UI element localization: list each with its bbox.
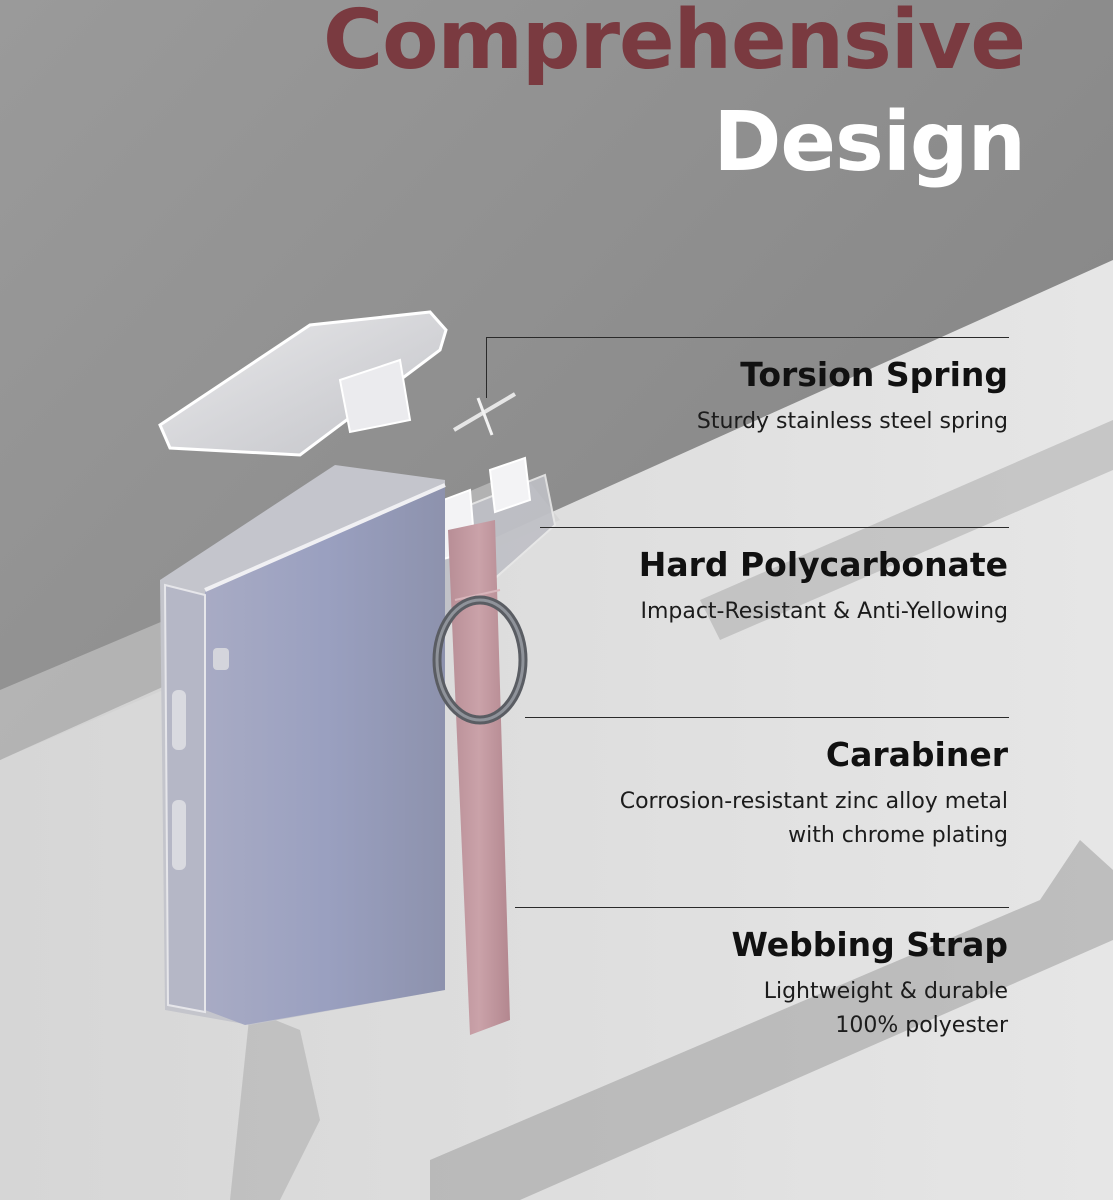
callout-line-carabiner — [525, 717, 1009, 718]
feature-description-line: Corrosion-resistant zinc alloy metal — [619, 789, 1008, 814]
feature-description: Lightweight & durable 100% polyester — [732, 975, 1008, 1043]
feature-title: Torsion Spring — [740, 355, 1008, 394]
feature-hard-polycarbonate: Hard Polycarbonate Impact-Resistant & An… — [639, 548, 1008, 629]
feature-description: Impact-Resistant & Anti-Yellowing — [639, 595, 1008, 629]
feature-title: Webbing Strap — [731, 925, 1008, 964]
feature-description-line: Lightweight & durable — [763, 979, 1008, 1004]
feature-description: Corrosion-resistant zinc alloy metal wit… — [620, 785, 1008, 853]
callout-line-hard-polycarbonate — [540, 527, 1009, 528]
torsion-spring-part — [452, 392, 517, 436]
top-cover-piece — [158, 310, 448, 457]
callout-line-torsion-spring — [486, 337, 1009, 338]
phone-with-case — [160, 465, 446, 1025]
feature-title: Hard Polycarbonate — [638, 545, 1008, 584]
feature-title: Carabiner — [825, 735, 1008, 774]
feature-description-line: Impact-Resistant & Anti-Yellowing — [640, 599, 1008, 624]
feature-description-line: Sturdy stainless steel spring — [696, 409, 1008, 434]
callout-connector-torsion-spring — [486, 338, 487, 398]
feature-description-line: 100% polyester — [835, 1013, 1008, 1038]
carabiner-part — [432, 595, 528, 725]
callout-line-webbing-strap — [515, 907, 1009, 908]
headline-line-2: Design — [713, 95, 1026, 190]
headline-line-1: Comprehensive — [322, 0, 1026, 88]
feature-webbing-strap: Webbing Strap Lightweight & durable 100%… — [732, 928, 1008, 1043]
feature-description: Sturdy stainless steel spring — [697, 405, 1008, 439]
feature-torsion-spring: Torsion Spring Sturdy stainless steel sp… — [697, 358, 1008, 439]
webbing-strap-part — [448, 520, 510, 1035]
feature-carabiner: Carabiner Corrosion-resistant zinc alloy… — [620, 738, 1008, 853]
feature-description-line: with chrome plating — [788, 823, 1008, 848]
